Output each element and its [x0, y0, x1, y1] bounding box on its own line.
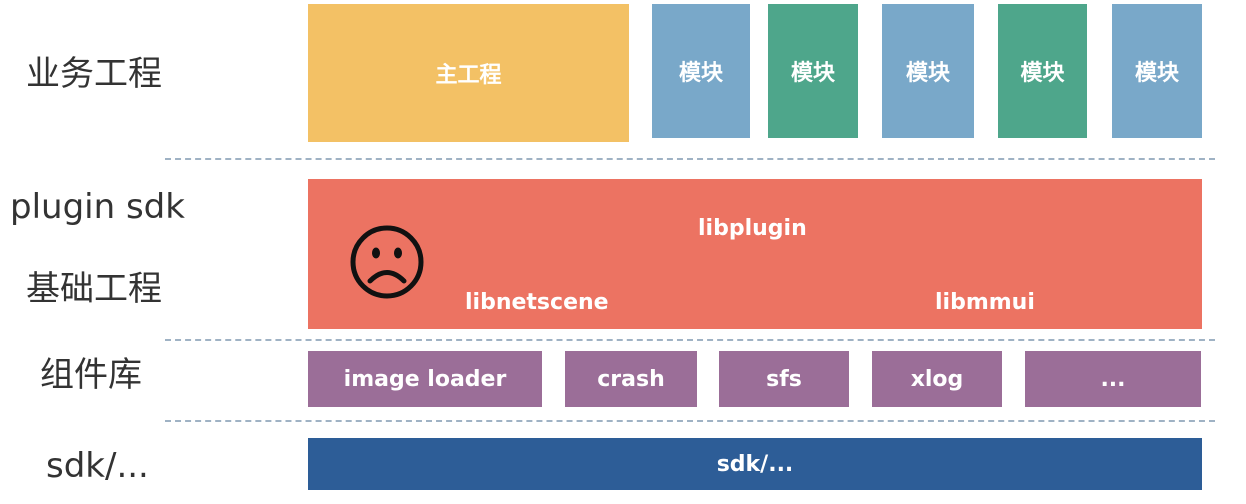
module-block: 模块: [882, 4, 974, 138]
module-block: 模块: [768, 4, 858, 138]
component-label: sfs: [766, 366, 802, 392]
layer-divider: [165, 420, 1215, 422]
layer-divider: [165, 158, 1215, 160]
module-block: 模块: [652, 4, 750, 138]
module-label: 模块: [678, 61, 723, 86]
sdk-bar-label: sdk/...: [716, 451, 794, 477]
component-block: xlog: [872, 351, 1002, 407]
layer-label-plugin-sdk: plugin sdk: [10, 187, 185, 227]
component-block: crash: [565, 351, 697, 407]
module-label: 模块: [905, 61, 950, 86]
sad-face-icon: [350, 225, 424, 299]
module-label: 模块: [790, 61, 835, 86]
libmmui-label: libmmui: [935, 290, 1035, 315]
component-label: ...: [1100, 366, 1126, 392]
layer-label-sdk: sdk/...: [46, 446, 149, 486]
sdk-bar: sdk/...: [308, 438, 1202, 490]
layer-label-business: 业务工程: [26, 54, 162, 94]
main-project-block: 主工程: [308, 4, 629, 142]
module-label: 模块: [1020, 61, 1065, 86]
module-block: 模块: [998, 4, 1087, 138]
module-block: 模块: [1112, 4, 1202, 138]
libnetscene-label: libnetscene: [465, 290, 609, 315]
layer-label-base: 基础工程: [26, 269, 162, 309]
component-block: image loader: [308, 351, 542, 407]
component-label: image loader: [343, 366, 507, 392]
component-block: sfs: [719, 351, 849, 407]
layer-divider: [165, 339, 1215, 341]
plugin-base-band: [308, 179, 1202, 329]
main-project-label: 主工程: [435, 63, 502, 88]
layer-label-components: 组件库: [40, 355, 142, 395]
component-label: crash: [597, 366, 665, 392]
component-block: ...: [1025, 351, 1201, 407]
module-label: 模块: [1134, 61, 1179, 86]
libplugin-label: libplugin: [698, 216, 807, 241]
component-label: xlog: [910, 366, 964, 392]
